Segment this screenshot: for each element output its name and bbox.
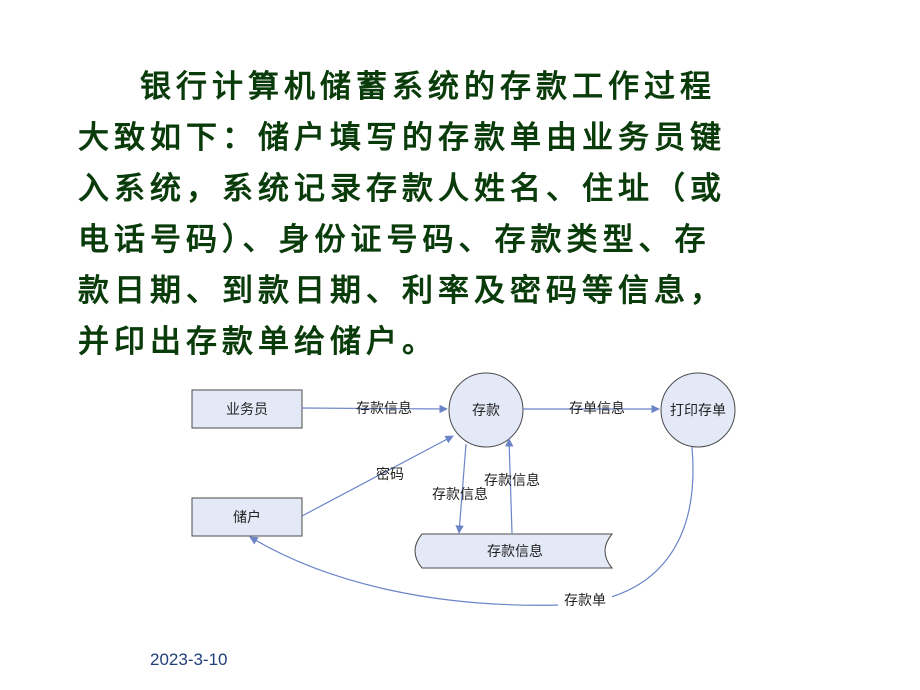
flow-label-clerk-to-deposit: 存款信息 (356, 400, 412, 417)
paragraph-line: 款日期、到款日期、利率及密码等信息， (78, 273, 726, 309)
flow-depositor-to-deposit (301, 435, 454, 517)
flow-label-store-to-deposit: 存款信息 (484, 472, 540, 489)
flow-label-receipt: 存款单 (564, 593, 606, 609)
process-print: 打印存单 (660, 372, 736, 448)
datastore-deposit-info: 存款信息 (414, 533, 614, 569)
flow-label-deposit-to-print: 存单信息 (569, 400, 625, 417)
flow-clerk-to-deposit (301, 404, 448, 414)
paragraph-line: 电话号码）、身份证号码、存款类型、存 (78, 222, 711, 258)
entity-clerk: 业务员 (191, 389, 303, 429)
flow-label-deposit-to-store: 存款信息 (432, 486, 488, 503)
paragraph-line-1: 银行计算机储蓄系统的存款工作过程 (140, 69, 716, 105)
footer-date: 2023-3-10 (150, 650, 228, 669)
description-paragraph: 银行计算机储蓄系统的存款工作过程 大致如下：储户填写的存款单由业务员键 入系统，… (78, 62, 838, 368)
flow-label-password: 密码 (376, 466, 404, 483)
entity-depositor: 储户 (191, 497, 303, 537)
entity-clerk-label: 业务员 (226, 402, 268, 418)
paragraph-line: 并印出存款单给储户。 (78, 324, 438, 360)
process-deposit-label: 存款 (472, 403, 500, 419)
process-print-label: 打印存单 (670, 402, 726, 419)
flow-store-to-deposit (505, 438, 514, 534)
flow-print-to-depositor (249, 446, 694, 606)
paragraph-line: 银行计算机储蓄系统的存款工作过程 (78, 62, 838, 113)
entity-depositor-label: 储户 (233, 509, 261, 526)
paragraph-line: 入系统，系统记录存款人姓名、住址（或 (78, 171, 726, 207)
process-deposit: 存款 (448, 372, 524, 448)
paragraph-line: 大致如下：储户填写的存款单由业务员键 (78, 120, 726, 156)
datastore-label: 存款信息 (487, 543, 543, 560)
flow-deposit-to-store (455, 443, 467, 534)
